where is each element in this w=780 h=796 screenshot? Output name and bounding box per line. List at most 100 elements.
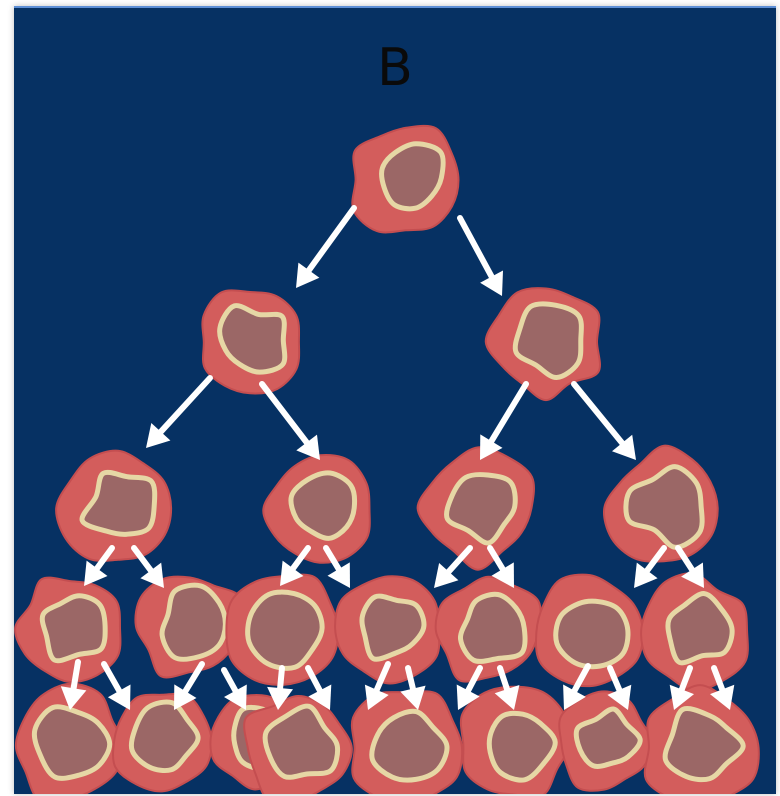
- arrow-head: [480, 270, 503, 296]
- arrow-head: [491, 562, 514, 588]
- arrow-head: [224, 684, 247, 710]
- division-arrow: [710, 665, 735, 710]
- division-arrow: [84, 545, 115, 586]
- arrow-shaft: [290, 545, 311, 572]
- cell: [201, 289, 301, 395]
- nucleus: [245, 589, 325, 671]
- cell: [434, 575, 542, 683]
- arrow-head: [456, 684, 480, 710]
- division-arrow: [563, 663, 591, 710]
- cell: [112, 692, 213, 793]
- arrow-shaft: [487, 545, 506, 573]
- nucleus: [623, 464, 705, 550]
- arrow-head: [296, 262, 320, 288]
- nucleus: [553, 598, 631, 670]
- arrow-shaft: [101, 661, 123, 694]
- cell: [134, 575, 244, 679]
- cell: [14, 682, 127, 794]
- cell: [640, 572, 749, 692]
- arrow-head: [400, 685, 426, 710]
- division-arrow: [456, 665, 483, 710]
- arrow-shaft: [305, 205, 357, 274]
- arrow-head: [280, 560, 304, 586]
- nucleus: [379, 141, 446, 212]
- arrow-shaft: [497, 665, 510, 693]
- division-arrow: [267, 665, 293, 710]
- cell: [243, 694, 353, 794]
- panel-label: B: [377, 38, 413, 98]
- nucleus: [39, 593, 108, 664]
- arrow-shaft: [182, 661, 205, 695]
- nucleus: [79, 469, 158, 537]
- nucleus: [573, 706, 643, 769]
- cell: [643, 684, 760, 794]
- nucleus: [486, 710, 558, 783]
- division-arrow: [607, 665, 632, 710]
- arrow-head: [308, 684, 332, 710]
- arrow-head: [174, 684, 197, 710]
- arrow-head: [494, 685, 520, 710]
- division-arrow: [457, 215, 503, 296]
- nucleus: [31, 704, 113, 781]
- arrow-shaft: [323, 545, 342, 573]
- arrow-head: [612, 434, 636, 460]
- arrow-shaft: [259, 381, 310, 446]
- division-arrow: [400, 665, 426, 710]
- arrow-shaft: [305, 665, 323, 694]
- cell: [350, 690, 464, 794]
- nucleus: [458, 591, 528, 664]
- division-arrow: [487, 545, 514, 588]
- arrow-head: [60, 686, 87, 710]
- arrow-shaft: [70, 659, 81, 692]
- nucleus: [369, 708, 450, 783]
- cell: [558, 690, 654, 792]
- division-arrow: [131, 545, 164, 588]
- arrow-head: [710, 684, 735, 710]
- arrow-head: [267, 686, 293, 710]
- cell: [14, 576, 122, 684]
- division-arrow: [101, 661, 131, 710]
- arrow-head: [296, 434, 320, 460]
- arrow-head: [327, 562, 350, 588]
- arrow-head: [146, 423, 171, 448]
- arrow-layer: [60, 205, 735, 710]
- arrow-shaft: [405, 665, 416, 692]
- arrow-shaft: [221, 667, 239, 694]
- arrow-shaft: [277, 665, 285, 692]
- nucleus: [159, 582, 228, 662]
- division-arrow: [675, 545, 704, 588]
- nucleus: [262, 703, 341, 780]
- nucleus: [128, 699, 201, 774]
- nucleus: [512, 301, 584, 380]
- arrow-head: [364, 684, 389, 710]
- arrow-shaft: [607, 665, 623, 693]
- cell: [459, 685, 572, 794]
- nucleus: [217, 303, 288, 375]
- arrow-head: [107, 684, 131, 710]
- arrow-shaft: [488, 381, 529, 445]
- division-arrow: [634, 545, 667, 588]
- arrow-head: [140, 562, 164, 588]
- cell: [334, 575, 441, 685]
- figure-frame: B: [14, 6, 776, 794]
- arrow-head: [434, 563, 459, 588]
- cell: [262, 453, 371, 564]
- cell: [351, 124, 460, 234]
- arrow-shaft: [465, 665, 483, 694]
- division-arrow: [221, 667, 247, 710]
- division-arrow: [259, 381, 320, 460]
- cell: [603, 444, 719, 563]
- arrow-head: [480, 434, 503, 460]
- arrow-shaft: [675, 545, 695, 573]
- division-arrow: [174, 661, 205, 710]
- cell-layer: [14, 124, 760, 794]
- arrow-shaft: [571, 663, 591, 694]
- nucleus: [288, 470, 358, 541]
- cell: [55, 449, 173, 562]
- arrow-shaft: [131, 545, 154, 574]
- division-arrow: [494, 665, 520, 710]
- division-arrow: [280, 545, 311, 586]
- arrow-shaft: [678, 665, 693, 693]
- arrow-head: [681, 562, 704, 588]
- arrow-shaft: [94, 545, 115, 572]
